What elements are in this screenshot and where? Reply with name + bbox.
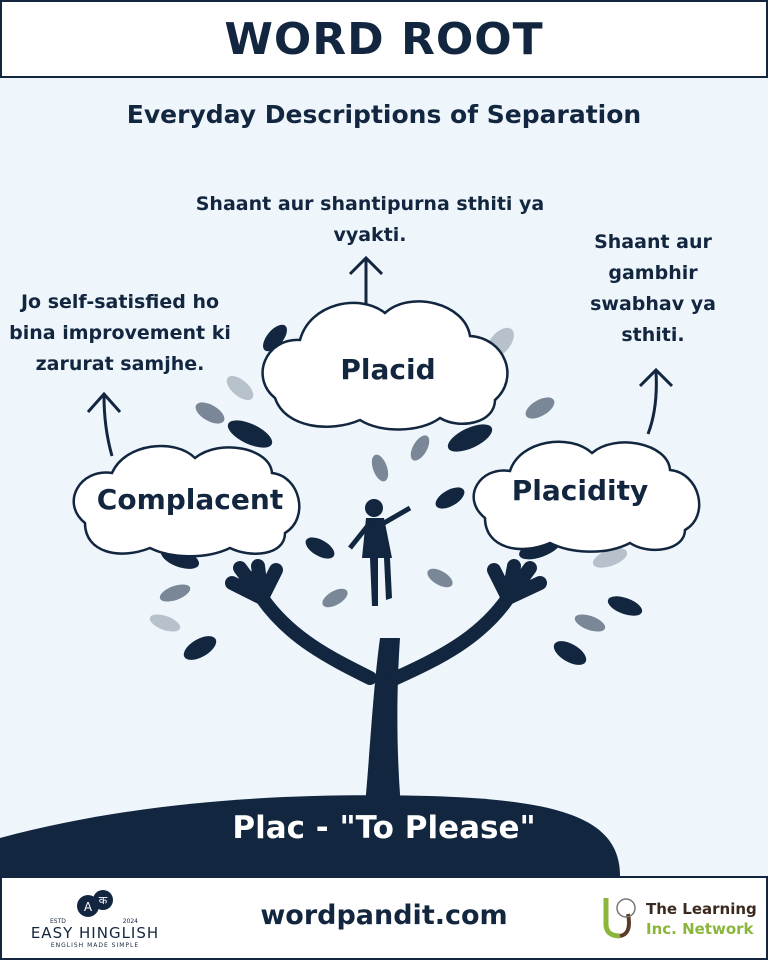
- child-silhouette: [348, 499, 412, 606]
- root-label: Plac - "To Please": [232, 810, 536, 846]
- estd-label: ESTD: [50, 918, 66, 925]
- word-placidity: Placidity: [511, 474, 649, 507]
- trunk: [362, 638, 404, 838]
- cloud-placid: [261, 300, 509, 431]
- estd-year: 2024: [122, 918, 138, 925]
- definition-complacent: Jo self-satisfied ho bina improvement ki…: [9, 291, 231, 375]
- svg-text:A: A: [84, 900, 93, 914]
- word-complacent: Complacent: [96, 483, 284, 516]
- speech-bubbles-icon: A क: [77, 890, 113, 917]
- footer: A क ESTD 2024 EASY HINGLISH ENGLISH MADE…: [0, 876, 768, 960]
- subtitle: Everyday Descriptions of Separation: [126, 100, 642, 129]
- tree-illustration: [0, 255, 701, 876]
- leaves: [149, 324, 643, 665]
- website-link[interactable]: wordpandit.com: [260, 900, 508, 931]
- tree-u-icon: [603, 898, 636, 939]
- clouds: [72, 300, 701, 558]
- arrow-up-icon: [86, 391, 122, 457]
- page-title: WORD ROOT: [224, 13, 544, 65]
- header: WORD ROOT: [0, 0, 768, 78]
- arrow-icons: [86, 255, 674, 457]
- right-hand: [389, 559, 547, 685]
- definition-placidity: Shaant aur gambhir swabhav ya sthiti.: [590, 231, 716, 346]
- cloud-placidity: [472, 440, 701, 553]
- cloud-complacent: [72, 444, 301, 558]
- learning-network-line2: Inc. Network: [646, 920, 754, 938]
- main-panel: Everyday Descriptions of Separation: [0, 78, 768, 876]
- easy-hinglish-logo: A क ESTD 2024 EASY HINGLISH ENGLISH MADE…: [30, 888, 160, 949]
- easy-hinglish-tagline: ENGLISH MADE SIMPLE: [50, 942, 140, 949]
- learning-network-line1: The Learning: [646, 900, 757, 918]
- arrow-up-icon: [638, 367, 674, 435]
- definition-placid: Shaant aur shantipurna sthiti ya vyakti.: [195, 193, 545, 246]
- ground: [0, 795, 620, 876]
- left-hand: [225, 559, 377, 685]
- svg-text:क: क: [99, 894, 108, 907]
- learning-network-logo: The Learning Inc. Network: [602, 894, 757, 944]
- word-placid: Placid: [340, 353, 436, 386]
- arrow-up-icon: [348, 255, 384, 308]
- easy-hinglish-name: EASY HINGLISH: [30, 924, 160, 942]
